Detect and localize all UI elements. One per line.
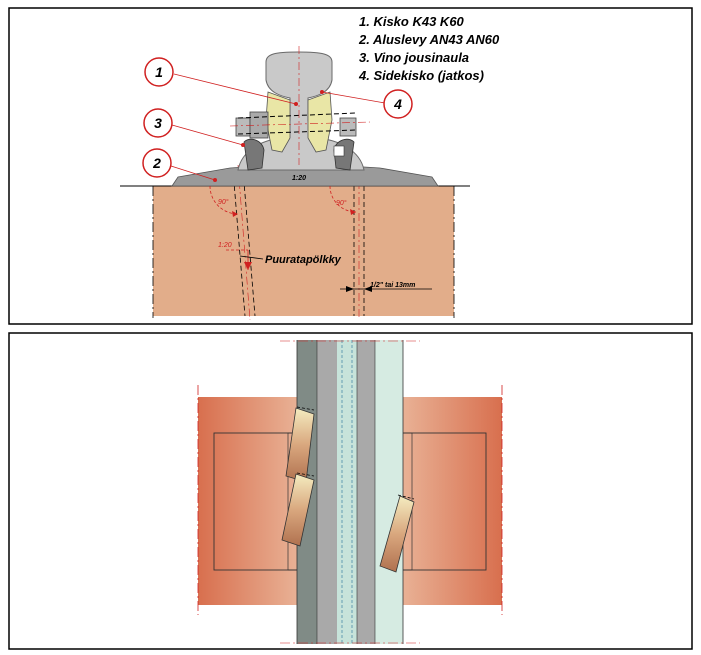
- angle-marker-left: [209, 185, 239, 217]
- angle-label-left: 90°: [218, 198, 229, 206]
- sleeper-label: Puuratapölkky: [265, 254, 342, 266]
- fishplate-right: [307, 91, 333, 153]
- sleeper-label-leader: [239, 255, 264, 260]
- legend-item-4: 4. Sidekisko (jatkos): [358, 68, 484, 83]
- sleeper-plan-right: [400, 397, 502, 605]
- callout-3: 3: [143, 108, 245, 147]
- legend: 1. Kisko K43 K60 2. Aluslevy AN43 AN60 3…: [358, 14, 500, 83]
- legend-item-1: 1. Kisko K43 K60: [359, 14, 465, 29]
- callout-2: 2: [142, 148, 217, 182]
- spike-head-left: [243, 138, 265, 171]
- callout-1: 1: [144, 57, 298, 106]
- spike-hole-left: [232, 164, 256, 321]
- spike-clip-right: [333, 145, 345, 157]
- plate-slope-label: 1:20: [292, 175, 306, 182]
- spike-plan-3: [379, 494, 415, 573]
- callout-1-number: 1: [155, 64, 163, 80]
- fishplate-bolts: [229, 111, 371, 139]
- spike-slope-label: 1:20: [218, 242, 232, 249]
- callout-2-number: 2: [152, 155, 161, 171]
- spike-plan-2: [281, 472, 315, 547]
- sleeper-plan-edges: [197, 385, 503, 615]
- spike-slope-marker: [226, 249, 252, 270]
- callout-3-number: 3: [154, 115, 162, 131]
- legend-item-2: 2. Aluslevy AN43 AN60: [358, 32, 500, 47]
- callout-4: 4: [320, 89, 413, 119]
- wooden-sleeper: [153, 186, 454, 316]
- angle-marker-right: [329, 185, 357, 215]
- callout-4-number: 4: [393, 96, 402, 112]
- hole-dimension: [340, 286, 432, 292]
- legend-item-3: 3. Vino jousinaula: [359, 50, 469, 65]
- dimension-label: 1/2" tai 13mm: [370, 282, 415, 289]
- sleeper-plan-left: [198, 397, 300, 605]
- spike-hole-right: [353, 165, 365, 320]
- angle-label-right: 90°: [336, 199, 347, 207]
